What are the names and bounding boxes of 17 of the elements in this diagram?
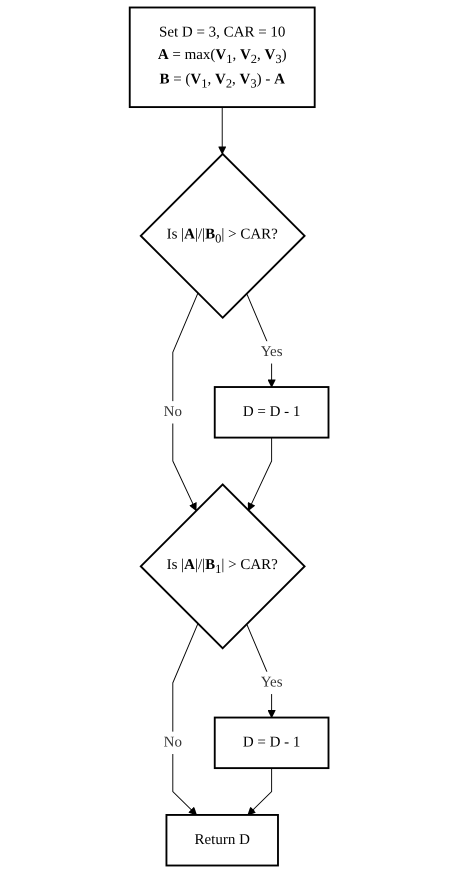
arrow [246, 623, 276, 718]
node-box: D = D - 1 [214, 386, 330, 439]
arrow [246, 292, 276, 388]
node-diamond: Is |A|/|B$_{0}$| > CAR? [140, 152, 306, 320]
edge-label: No [164, 404, 182, 420]
node-box: Set D = 3, CAR = 10 A = max(V$_{1}$, V$_{2}$, V$_{3}$) B = (V$_{1}$, V$_{2}$, V$_{3}$) - A [129, 6, 316, 108]
node-box: D = D - 1 [214, 716, 330, 770]
arrow [172, 292, 199, 511]
arrow [172, 623, 199, 816]
arrow [248, 768, 272, 816]
arrow [248, 437, 272, 511]
edge-label: Yes [261, 674, 283, 690]
node-box: Return D [166, 814, 280, 866]
arrow [218, 106, 227, 154]
node-diamond: Is |A|/|B$_{1}$| > CAR? [140, 483, 306, 650]
edge-label: No [164, 734, 182, 750]
edge-label: Yes [261, 344, 283, 360]
